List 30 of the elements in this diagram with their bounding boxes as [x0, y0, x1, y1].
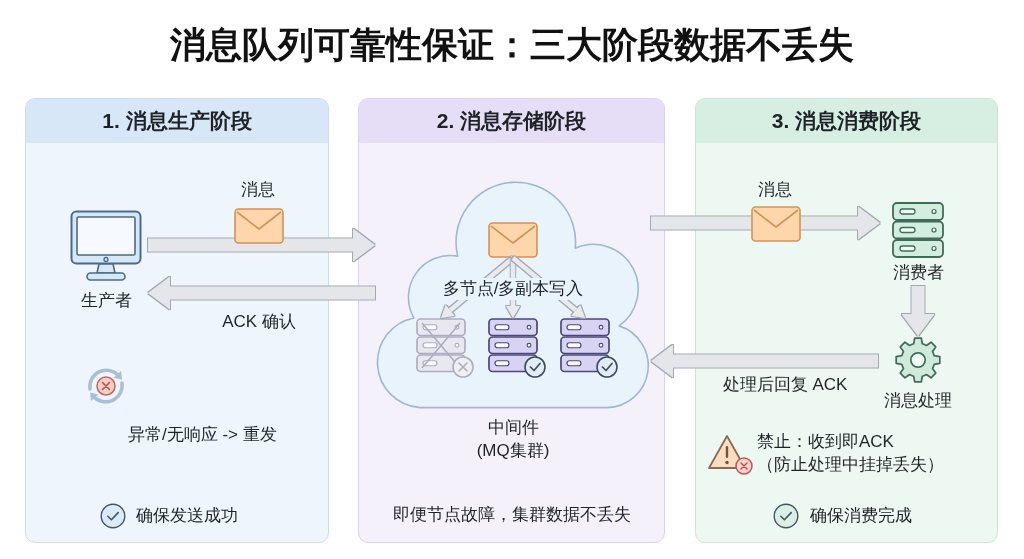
panel-heading: 2. 消息存储阶段: [359, 99, 664, 143]
server-icon: [416, 318, 474, 378]
block-arrow: [901, 286, 935, 336]
stage-panel: [358, 98, 665, 543]
server-icon: [560, 318, 618, 378]
panel-heading: 1. 消息生产阶段: [26, 99, 328, 143]
edge-label: 消息: [758, 179, 792, 201]
server-icon: [488, 318, 546, 378]
block-arrow: [651, 344, 878, 378]
note-text: 禁止：收到即ACK: [757, 431, 894, 453]
node-label: 消费者: [892, 262, 944, 284]
page-title: 消息队列可靠性保证：三大阶段数据不丢失: [170, 23, 854, 67]
edge-label: 消息: [241, 179, 275, 201]
note-text: 确保消费完成: [810, 505, 912, 527]
node-caption: 中间件: [487, 417, 539, 439]
envelope-icon: [488, 222, 538, 258]
note-text: 异常/无响应 -> 重发: [128, 424, 277, 446]
node-label: 生产者: [80, 290, 132, 312]
block-arrow: [148, 276, 375, 310]
node-caption: (MQ集群): [476, 440, 550, 462]
panel-heading: 3. 消息消费阶段: [696, 99, 997, 143]
edge-label: ACK 确认: [222, 311, 296, 333]
edge-label: 处理后回复 ACK: [722, 374, 848, 396]
note-text: 即便节点故障，集群数据不丢失: [393, 504, 631, 526]
stage-panel: [695, 98, 998, 543]
note-text: （防止处理中挂掉丢失）: [757, 454, 944, 476]
stage-panel: [25, 98, 329, 543]
node-label: 消息处理: [884, 390, 952, 412]
note-text: 确保发送成功: [136, 505, 238, 527]
block-arrow: [148, 228, 375, 262]
